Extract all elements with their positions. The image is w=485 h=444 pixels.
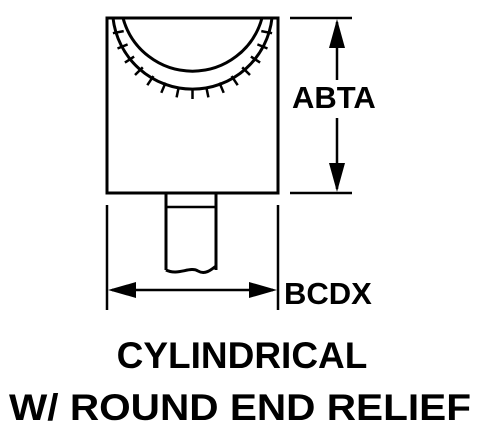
- width-arrow-right: [249, 282, 277, 298]
- relief-hatch-tick: [175, 86, 181, 98]
- round-relief-inner-arc: [121, 17, 264, 73]
- relief-hatch-tick: [204, 86, 210, 98]
- height-dimension-label: ABTA: [292, 80, 376, 115]
- relief-hatch-tick: [160, 82, 167, 94]
- round-relief-outer-arc: [111, 17, 274, 91]
- relief-hatch-tick: [261, 29, 273, 35]
- round-relief-hatching: [112, 29, 273, 99]
- relief-hatch-tick: [124, 55, 135, 64]
- relief-hatch-tick: [250, 55, 261, 64]
- height-arrow-top: [329, 19, 345, 48]
- caption-line-2: W/ ROUND END RELIEF: [9, 387, 471, 428]
- relief-hatch-tick: [134, 66, 144, 76]
- height-arrow-bottom: [329, 163, 345, 192]
- relief-hatch-tick: [230, 75, 239, 86]
- shank-outline: [164, 193, 218, 270]
- relief-hatch-tick: [146, 75, 155, 86]
- body-outline: [105, 16, 280, 195]
- relief-hatch-tick: [218, 82, 225, 94]
- relief-hatch-tick: [117, 43, 129, 50]
- shank-break-line: [165, 264, 217, 274]
- caption-line-1: CYLINDRICAL: [117, 335, 368, 376]
- width-arrow-left: [108, 282, 136, 298]
- width-dimension-label: BCDX: [284, 276, 372, 311]
- relief-hatch-tick: [112, 29, 124, 35]
- relief-hatch-tick: [241, 66, 251, 76]
- relief-hatch-tick: [256, 43, 268, 50]
